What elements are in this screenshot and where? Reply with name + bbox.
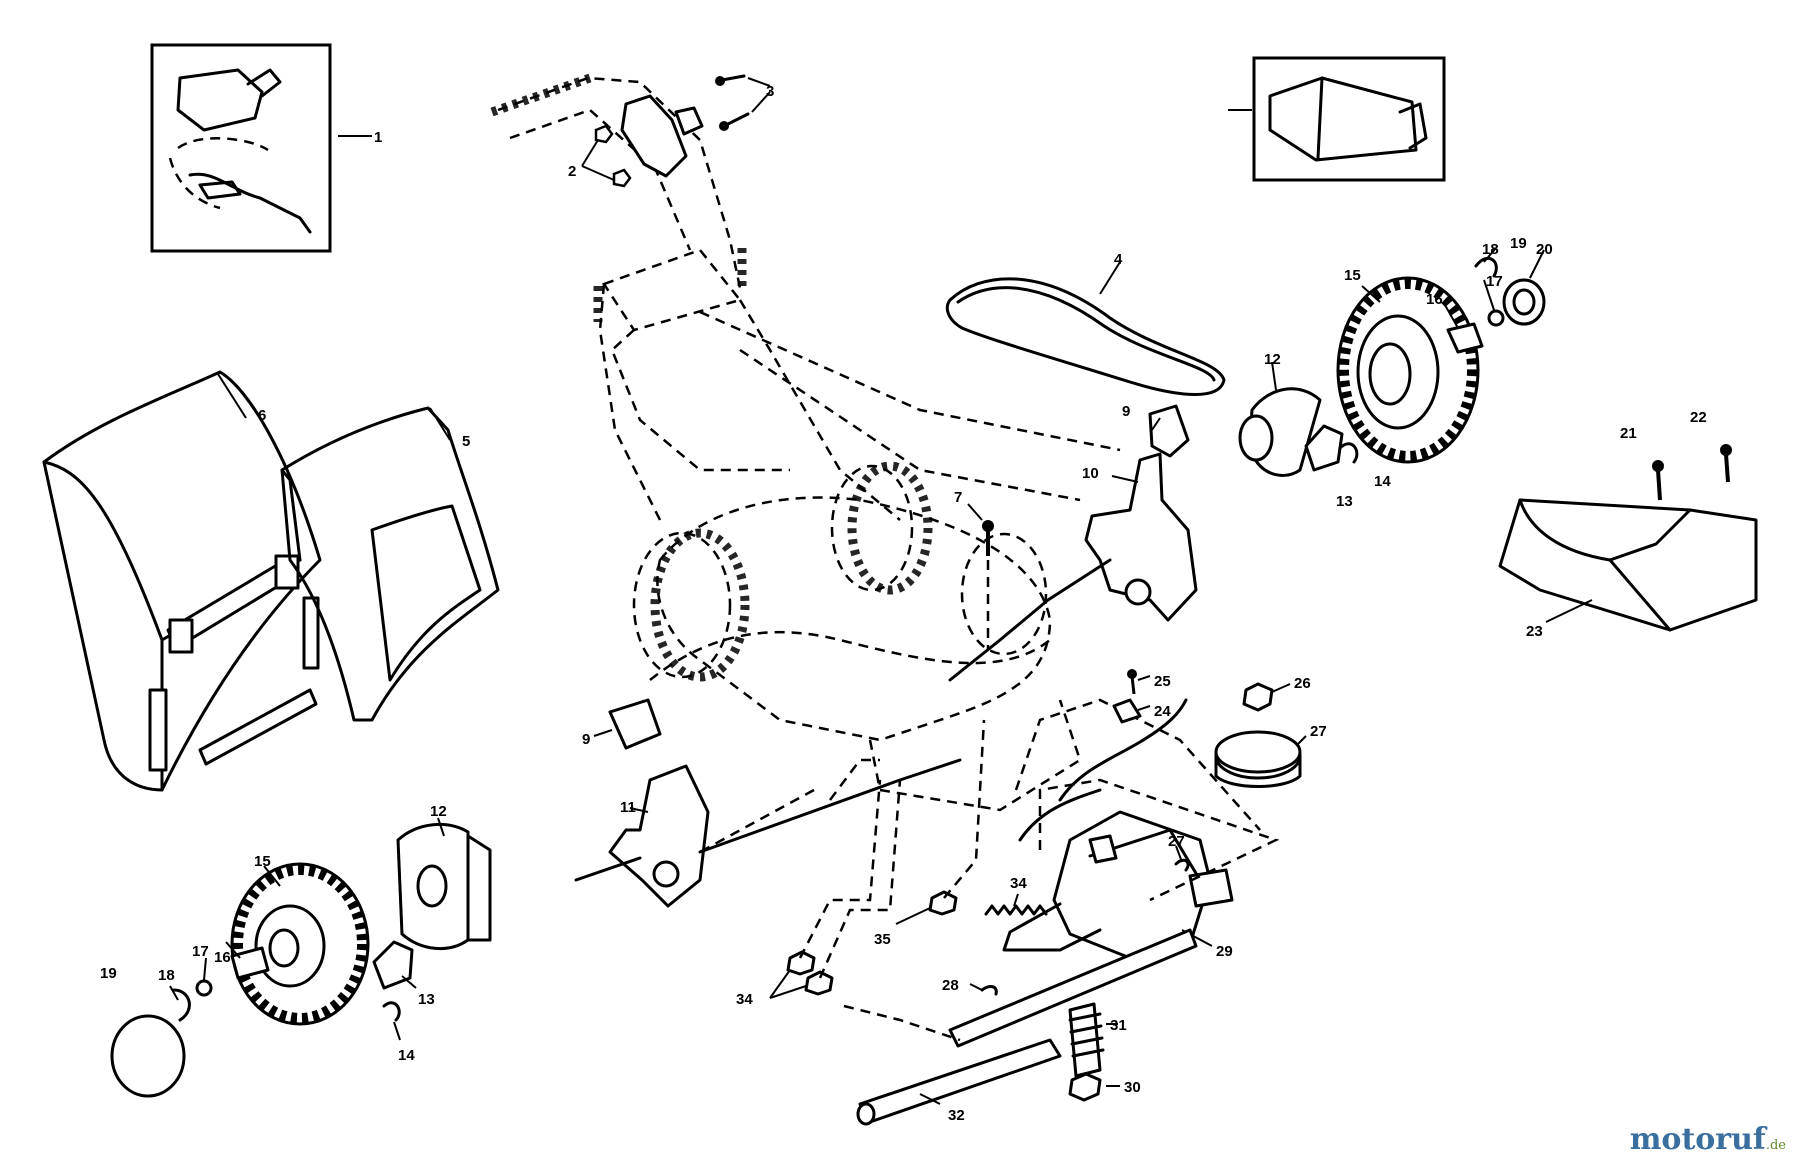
callout-label: 28 — [942, 977, 959, 994]
callout-label: 35 — [874, 931, 891, 948]
callout-label: 15 — [254, 853, 271, 870]
callout-label: 13 — [1336, 493, 1353, 510]
callout-label: 24 — [1154, 703, 1171, 720]
bag-frame — [280, 406, 500, 722]
callout-label: 11 — [620, 799, 636, 816]
callout-label: 29 — [1216, 943, 1233, 960]
callout-label: 27 — [1168, 833, 1185, 850]
callout-label: 14 — [398, 1047, 415, 1064]
left-wheel-assembly — [110, 817, 492, 1098]
watermark-logo: motoruf.de — [1630, 1122, 1786, 1157]
watermark-brand: motoruf — [1629, 1122, 1766, 1157]
right-height-adjuster — [948, 404, 1198, 682]
callout-label: 19 — [1510, 235, 1527, 252]
grass-bag — [42, 370, 322, 792]
callout-label: 1 — [374, 129, 382, 146]
callout-label: 32 — [948, 1107, 965, 1124]
callout-labels: 1 2 3 4 5 6 7 9 9 10 11 12 12 13 13 14 1… — [100, 83, 1707, 1124]
callout-label: 12 — [430, 803, 447, 820]
screw-7 — [967, 503, 994, 650]
callout-label: 22 — [1690, 409, 1707, 426]
callout-label: 4 — [1114, 251, 1123, 268]
callout-label: 13 — [418, 991, 435, 1008]
callout-label: 9 — [1122, 403, 1130, 420]
right-wheel-assembly — [1238, 247, 1546, 477]
callout-label: 14 — [1374, 473, 1391, 490]
callout-label: 3 — [766, 83, 774, 100]
inset-mulching-plug — [1228, 56, 1446, 182]
left-height-adjuster — [574, 698, 962, 908]
callout-label: 17 — [192, 943, 209, 960]
callout-label: 12 — [1264, 351, 1281, 368]
callout-label: 34 — [1010, 875, 1027, 892]
callout-label: 21 — [1620, 425, 1637, 442]
callout-label: 34 — [736, 991, 753, 1008]
callout-label: 25 — [1154, 673, 1171, 690]
callout-label: 5 — [462, 433, 470, 450]
callout-label: 6 — [258, 407, 266, 424]
callout-label: 17 — [1486, 273, 1503, 290]
handle-control-parts — [581, 74, 771, 188]
handle-assembly — [490, 73, 1121, 521]
callout-label: 2 — [568, 163, 576, 180]
callout-label: 20 — [1536, 241, 1553, 258]
rear-cover — [1498, 444, 1758, 632]
front-axle-lines — [699, 758, 880, 854]
callout-label: 27 — [1310, 723, 1327, 740]
callout-label: 18 — [158, 967, 175, 984]
callout-label: 19 — [100, 965, 117, 982]
mower-deck — [632, 461, 1082, 812]
drive-belt — [945, 261, 1226, 396]
callout-label: 16 — [1426, 291, 1443, 308]
callout-label: 31 — [1110, 1017, 1127, 1034]
upper-small-parts — [1018, 669, 1307, 842]
callout-label: 26 — [1294, 675, 1311, 692]
callout-label: 16 — [214, 949, 231, 966]
callout-label: 15 — [1344, 267, 1361, 284]
callout-label: 30 — [1124, 1079, 1141, 1096]
transmission-assembly — [1002, 698, 1280, 960]
callout-label: 10 — [1082, 465, 1099, 482]
callout-label: 9 — [582, 731, 590, 748]
watermark-suffix: .de — [1765, 1138, 1786, 1153]
callout-label: 23 — [1526, 623, 1543, 640]
callout-label: 18 — [1482, 241, 1499, 258]
nuts-34 — [769, 719, 986, 999]
spring-32 — [969, 845, 1190, 996]
callout-label: 7 — [954, 489, 962, 506]
axle-and-spacer — [843, 928, 1198, 1126]
inset-throttle-control — [150, 43, 372, 253]
